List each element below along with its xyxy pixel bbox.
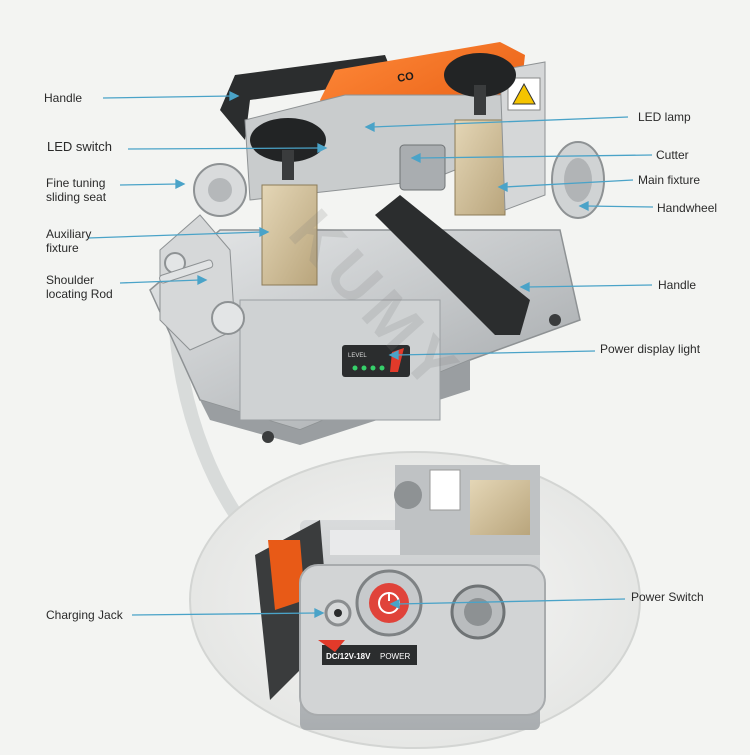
dc-rating-text: DC/12V-18V bbox=[326, 652, 371, 661]
inset-machine-detail bbox=[255, 465, 546, 730]
label-handle-right: Handle bbox=[658, 278, 697, 292]
label-led-lamp: LED lamp bbox=[638, 110, 691, 124]
label-auxiliary-fixture: Auxiliary fixture bbox=[46, 227, 92, 255]
label-fine-tuning-sliding-seat: Fine tuning sliding seat bbox=[46, 176, 107, 204]
label-handle-top: Handle bbox=[44, 91, 83, 105]
main-machine bbox=[149, 42, 605, 445]
label-shoulder-locating-rod: Shoulder locating Rod bbox=[46, 273, 113, 301]
label-main-fixture: Main fixture bbox=[638, 173, 701, 187]
label-cutter: Cutter bbox=[656, 148, 689, 162]
level-text: LEVEL bbox=[348, 353, 367, 359]
brand-fragment: CO bbox=[396, 70, 415, 85]
power-text: POWER bbox=[380, 652, 410, 661]
label-charging-jack: Charging Jack bbox=[46, 608, 123, 622]
label-handwheel: Handwheel bbox=[657, 201, 718, 215]
label-power-display-light: Power display light bbox=[600, 342, 701, 356]
leader-lines bbox=[87, 90, 654, 619]
label-led-switch: LED switch bbox=[47, 139, 113, 154]
label-power-switch: Power Switch bbox=[631, 590, 704, 604]
